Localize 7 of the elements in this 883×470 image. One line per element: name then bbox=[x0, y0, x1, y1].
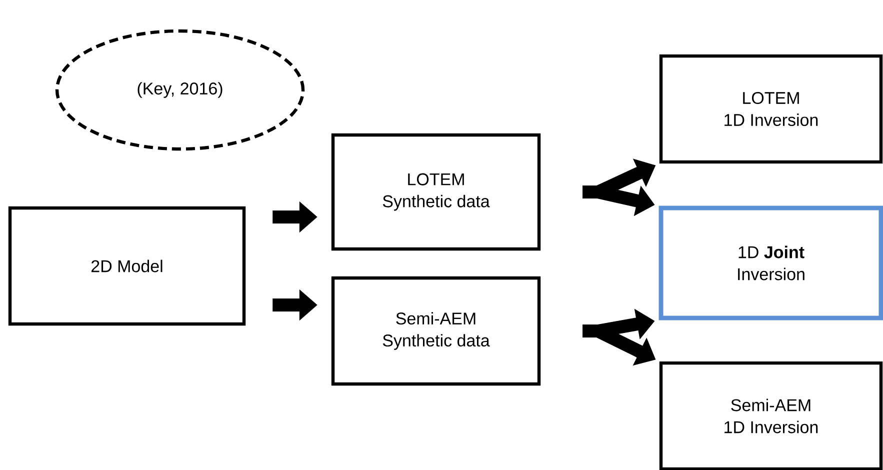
process-box: LOTEM 1D Inversion bbox=[659, 54, 883, 164]
process-box: Semi-AEM Synthetic data bbox=[331, 276, 541, 386]
process-box: Semi-AEM 1D Inversion bbox=[659, 361, 883, 470]
process-box: 2D Model bbox=[8, 206, 246, 326]
process-box: LOTEM Synthetic data bbox=[331, 133, 541, 251]
ellipse-node: (Key, 2016) bbox=[55, 29, 305, 151]
process-box: 1D Joint Inversion bbox=[658, 206, 883, 320]
